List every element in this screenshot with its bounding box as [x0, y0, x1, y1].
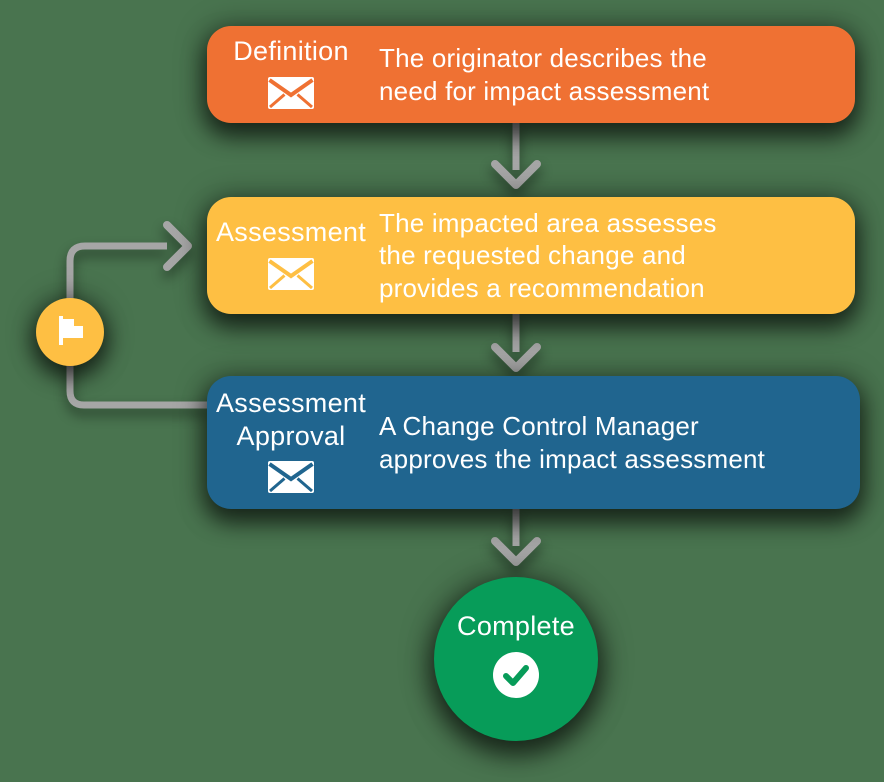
step-card-assessment: Assessment The impacted area assesses th… — [207, 197, 855, 314]
loop-flag-badge — [36, 298, 104, 366]
step-description: The impacted area assesses the requested… — [379, 207, 717, 303]
step-title-column: Assessment Approval — [215, 387, 367, 498]
arrow-definition-to-assessment — [491, 123, 541, 189]
step-title: Assessment — [215, 217, 367, 248]
arrow-approval-to-complete — [491, 509, 541, 566]
envelope-icon — [268, 257, 314, 295]
step-card-assessment-approval: Assessment Approval A Change Control Man… — [207, 376, 860, 509]
envelope-icon — [268, 460, 314, 498]
step-title-column: Definition — [215, 35, 367, 113]
step-title: Definition — [233, 36, 349, 67]
arrow-assessment-to-approval — [491, 314, 541, 372]
check-icon — [493, 652, 539, 703]
complete-label: Complete — [457, 611, 575, 641]
step-title-column: Assessment — [215, 216, 367, 294]
step-description: A Change Control Manager approves the im… — [379, 411, 766, 474]
envelope-icon — [268, 76, 314, 114]
flag-icon — [53, 312, 87, 353]
step-title: Assessment Approval — [215, 388, 367, 451]
complete-node: Complete — [434, 577, 598, 741]
step-card-definition: Definition The originator describes the … — [207, 26, 855, 123]
step-description: The originator describes the need for im… — [379, 43, 710, 106]
